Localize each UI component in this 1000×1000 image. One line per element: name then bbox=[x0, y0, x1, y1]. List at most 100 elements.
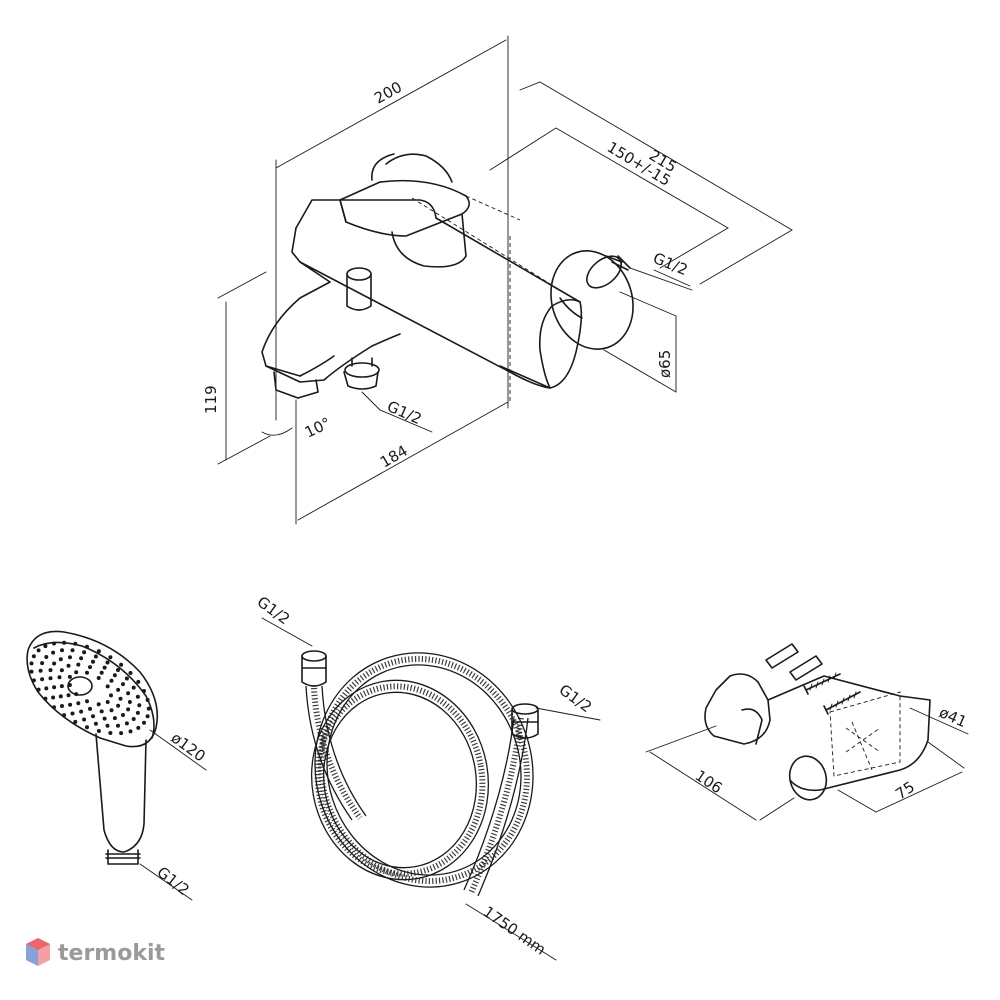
spray-hole bbox=[105, 660, 110, 665]
spray-hole bbox=[145, 698, 150, 702]
spray-hole bbox=[57, 675, 62, 680]
hand-shower-drawing bbox=[26, 630, 159, 865]
spray-hole bbox=[38, 668, 43, 673]
spray-holes bbox=[29, 640, 151, 736]
spray-hole bbox=[52, 685, 57, 690]
spray-hole bbox=[121, 682, 125, 687]
spray-hole bbox=[85, 699, 89, 704]
dim-spout-angle: 10° bbox=[302, 414, 334, 442]
spray-hole bbox=[68, 702, 73, 707]
spray-hole bbox=[40, 661, 45, 666]
spray-hole bbox=[88, 665, 92, 670]
spray-hole bbox=[62, 713, 67, 718]
spray-hole bbox=[36, 687, 41, 692]
dim-holder-width: 75 bbox=[892, 778, 918, 804]
spray-hole bbox=[128, 671, 133, 675]
spray-hole bbox=[82, 650, 87, 655]
spray-hole bbox=[112, 716, 117, 721]
dim-mixer-height: 119 bbox=[202, 385, 220, 414]
spray-hole bbox=[109, 708, 114, 713]
spray-hole bbox=[58, 694, 63, 699]
spray-hole bbox=[96, 676, 101, 680]
dim-hose-length: 1750 mm bbox=[480, 903, 549, 959]
spray-hole bbox=[96, 729, 101, 733]
hose-dimensions: G1/2 G1/2 1750 mm bbox=[254, 593, 601, 961]
spray-hole bbox=[70, 711, 75, 716]
dim-shower-head-diameter: ø120 bbox=[168, 729, 209, 766]
spray-hole bbox=[102, 665, 107, 670]
spray-hole bbox=[142, 689, 146, 693]
spray-hole bbox=[131, 717, 136, 721]
spray-hole bbox=[58, 657, 63, 662]
spray-hole bbox=[52, 705, 56, 710]
spray-hole bbox=[76, 662, 81, 667]
spray-hole bbox=[60, 648, 64, 653]
spray-hole bbox=[109, 678, 114, 683]
spray-hole bbox=[126, 691, 131, 696]
spray-hole bbox=[105, 684, 110, 689]
spray-hole bbox=[108, 655, 113, 660]
spray-hole bbox=[124, 676, 129, 681]
spray-hole bbox=[116, 687, 121, 692]
spray-hole bbox=[59, 668, 64, 673]
spray-hole bbox=[135, 710, 140, 715]
spray-hole bbox=[93, 654, 98, 659]
dim-shower-head-thread: G1/2 bbox=[154, 863, 193, 899]
holder-dimensions: 106 75 ø41 bbox=[645, 703, 970, 821]
termokit-logo: termokit bbox=[26, 938, 165, 966]
logo-text: termokit bbox=[58, 941, 165, 966]
mixer-dimensions: 200 215 150+/-15 G1/2 ø65 119 10° G1/2 1… bbox=[202, 35, 793, 525]
spray-hole bbox=[79, 709, 84, 714]
spray-hole bbox=[43, 696, 48, 701]
spray-hole bbox=[52, 661, 57, 666]
spray-hole bbox=[127, 700, 132, 704]
spray-hole bbox=[66, 663, 71, 668]
spray-hole bbox=[82, 717, 87, 722]
spray-hole bbox=[118, 696, 123, 701]
spray-hole bbox=[128, 729, 133, 734]
dim-spout-reach: 184 bbox=[377, 442, 411, 472]
spray-hole bbox=[85, 644, 89, 649]
spray-hole bbox=[119, 731, 124, 736]
spray-hole bbox=[36, 648, 41, 653]
spray-hole bbox=[74, 670, 79, 675]
spray-hole bbox=[105, 700, 110, 704]
spray-hole bbox=[52, 641, 56, 646]
spray-hole bbox=[116, 668, 120, 672]
spray-hole bbox=[93, 721, 98, 726]
spray-hole bbox=[88, 706, 92, 711]
dim-escutcheon-diameter: ø65 bbox=[656, 350, 674, 378]
spray-hole bbox=[124, 721, 129, 726]
spray-hole bbox=[146, 706, 151, 711]
spray-hole bbox=[31, 678, 36, 683]
spray-hole bbox=[108, 731, 113, 735]
spray-hole bbox=[116, 703, 121, 708]
dim-outlet-thread: G1/2 bbox=[384, 397, 424, 428]
spray-hole bbox=[96, 649, 101, 654]
spray-hole bbox=[112, 673, 117, 678]
spray-hole bbox=[102, 716, 107, 721]
spray-hole bbox=[121, 713, 125, 717]
spray-hole bbox=[43, 644, 48, 649]
spray-hole bbox=[60, 704, 64, 708]
spray-hole bbox=[99, 670, 104, 675]
spray-hole bbox=[59, 684, 64, 689]
spray-hole bbox=[105, 723, 110, 728]
dim-holder-length: 106 bbox=[692, 766, 726, 797]
spray-hole bbox=[29, 669, 34, 674]
spray-hole bbox=[70, 648, 75, 653]
spray-hole bbox=[62, 640, 67, 645]
spray-hole bbox=[85, 725, 89, 730]
spray-hole bbox=[137, 703, 142, 708]
spray-hole bbox=[136, 679, 141, 684]
spray-hole bbox=[96, 702, 101, 707]
shower-holder-drawing bbox=[704, 643, 931, 801]
shower-dimensions: ø120 G1/2 bbox=[139, 729, 209, 901]
spray-hole bbox=[44, 655, 49, 659]
spray-hole bbox=[91, 659, 95, 664]
spray-hole bbox=[135, 694, 140, 699]
spray-hole bbox=[116, 723, 120, 728]
spray-hole bbox=[48, 668, 53, 673]
spray-hole bbox=[142, 720, 146, 725]
